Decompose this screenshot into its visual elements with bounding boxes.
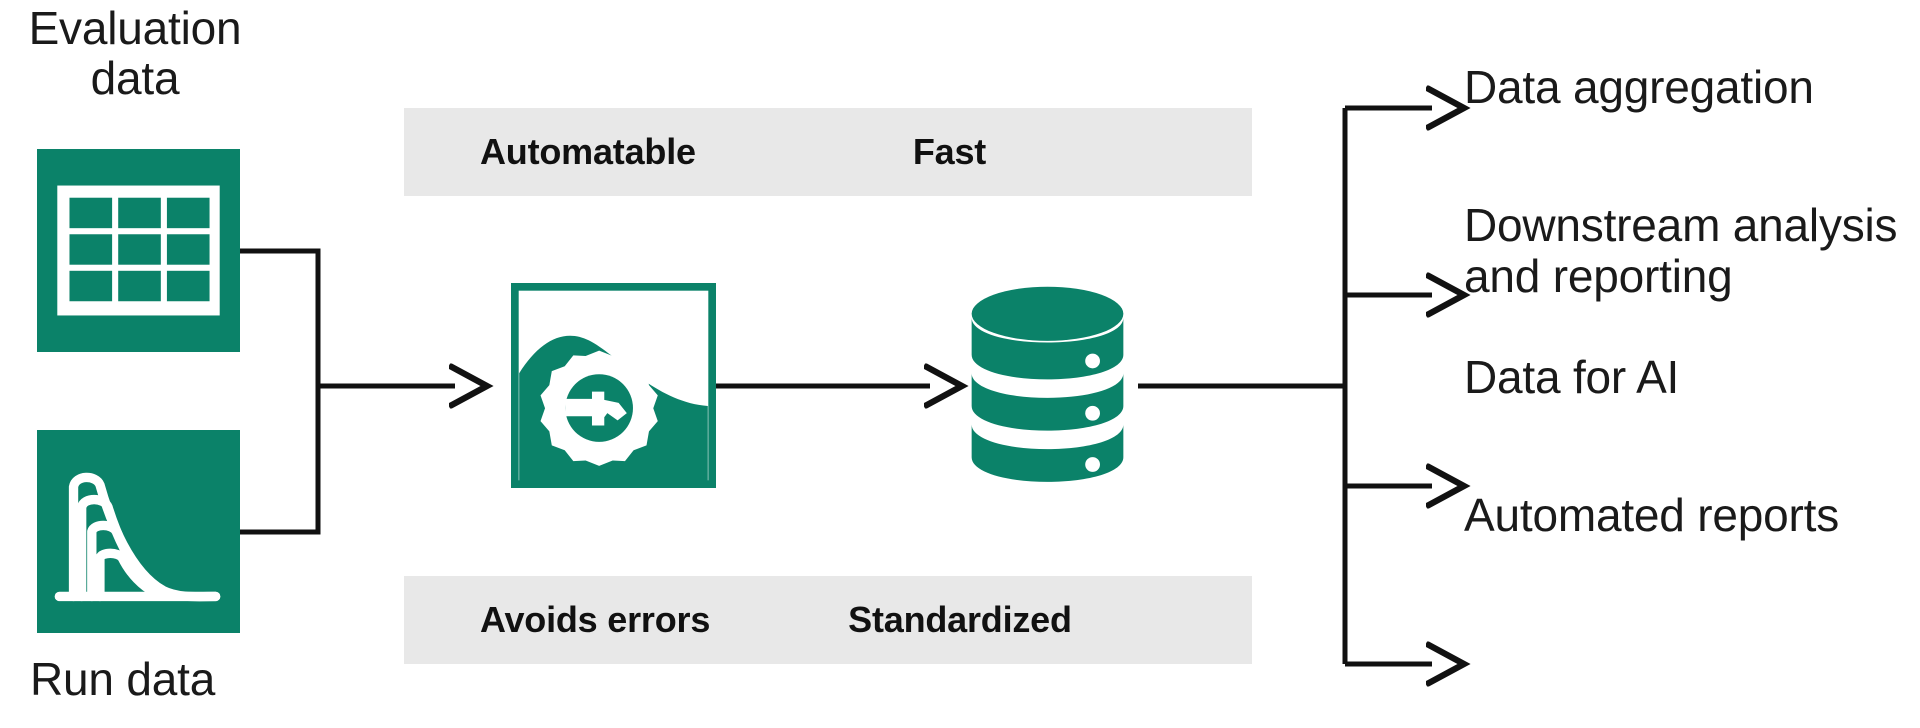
output-data-for-ai: Data for AI — [1464, 351, 1680, 403]
attribute-fast: Fast — [912, 131, 987, 172]
run-data-tile — [37, 430, 240, 633]
output-data-aggregation: Data aggregation — [1464, 61, 1814, 113]
gear-with-plug-icon — [511, 283, 716, 488]
attribute-standardized: Standardized — [848, 599, 1072, 640]
chromatogram-peaks-icon — [37, 430, 240, 633]
evaluation-data-tile — [37, 149, 240, 352]
run-data-label: Run data — [30, 653, 216, 705]
attribute-automatable: Automatable — [480, 131, 696, 172]
attributes-bar-top: Automatable Fast — [404, 108, 1252, 196]
attribute-avoids-errors: Avoids errors — [480, 599, 711, 640]
database-cylinder-icon — [965, 281, 1130, 486]
output-automated-reports: Automated reports — [1464, 489, 1840, 541]
attributes-bar-bottom: Avoids errors Standardized — [404, 576, 1252, 664]
processing-icon-box — [511, 283, 716, 488]
table-grid-icon — [37, 149, 240, 352]
evaluation-data-label: Evaluation data — [28, 2, 242, 104]
output-downstream-analysis: Downstream analysis and reporting — [1464, 199, 1898, 302]
